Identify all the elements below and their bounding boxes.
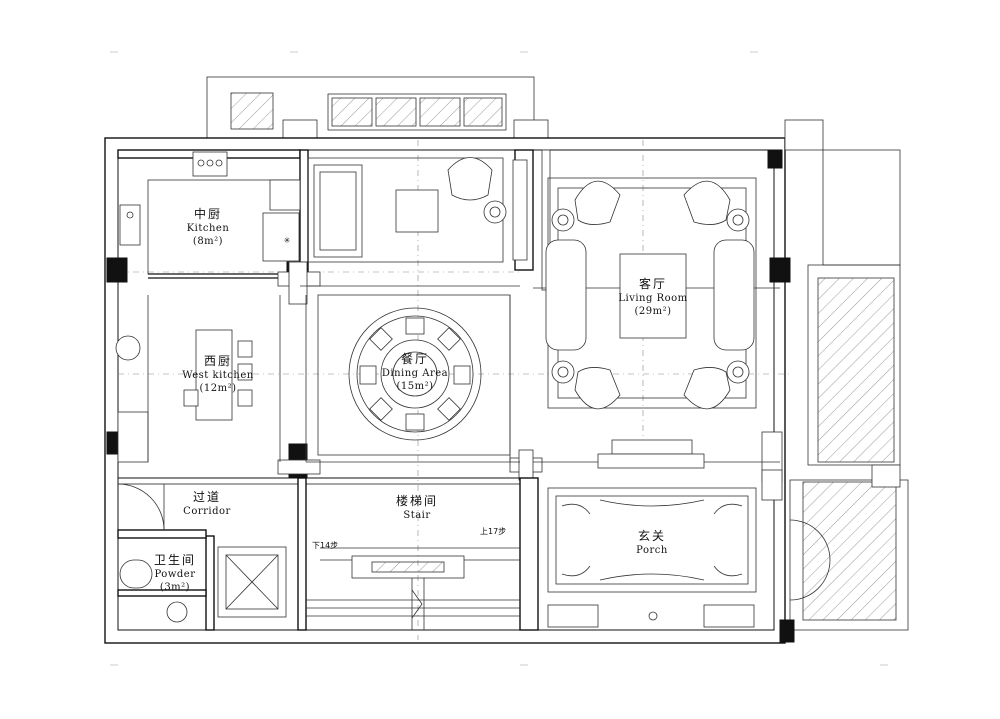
svg-text:✳: ✳ (284, 236, 291, 245)
svg-text:(15m²): (15m²) (396, 381, 433, 392)
sink-icon (119, 204, 141, 246)
tv-cabinet-icon (611, 439, 693, 455)
stair-flight (306, 547, 520, 630)
top-terrace (206, 76, 549, 141)
svg-text:(29m²): (29m²) (634, 306, 671, 317)
upper-lounge (307, 157, 507, 263)
elevator-shaft (217, 546, 287, 618)
label-dining: 餐厅 Dining Area (15m²) (382, 351, 448, 392)
svg-text:Corridor: Corridor (183, 506, 231, 517)
svg-text:Powder: Powder (154, 569, 195, 580)
fridge-icon (262, 212, 300, 262)
sofa-left-icon (545, 239, 587, 351)
svg-text:Kitchen: Kitchen (187, 223, 230, 234)
porch-rug (547, 487, 757, 628)
label-powder: 卫生间 Powder (3m²) (154, 553, 196, 593)
interior-walls (106, 149, 795, 643)
svg-text:West kitchen: West kitchen (182, 370, 253, 381)
svg-text:餐厅: 餐厅 (401, 351, 429, 366)
label-corridor: 过道 Corridor (183, 490, 231, 517)
armchair-icon (447, 157, 493, 201)
label-kitchen: 中厨 Kitchen (8m²) (187, 206, 230, 247)
kitchen-fixtures: ✳ (119, 151, 300, 262)
powder-fixtures (119, 559, 188, 623)
living-set (545, 177, 757, 469)
svg-text:客厅: 客厅 (639, 276, 667, 291)
dining-set (317, 294, 511, 456)
svg-text:玄关: 玄关 (638, 528, 666, 543)
svg-text:过道: 过道 (193, 490, 221, 504)
svg-text:楼梯间: 楼梯间 (396, 493, 438, 508)
svg-text:卫生间: 卫生间 (154, 553, 196, 567)
basin-icon (166, 601, 188, 623)
stair-down-note: 下14步 (312, 541, 338, 550)
svg-text:中厨: 中厨 (194, 206, 222, 221)
sheet-corner-marks (110, 51, 888, 666)
svg-text:(3m²): (3m²) (160, 582, 190, 593)
label-stair: 楼梯间 Stair (396, 493, 438, 521)
toilet-icon (119, 559, 153, 589)
label-west-kitchen: 西厨 West kitchen (12m²) (182, 354, 253, 394)
svg-text:(8m²): (8m²) (193, 236, 223, 247)
stair-up-note: 上17步 (480, 527, 506, 536)
stove-icon (192, 151, 228, 177)
svg-text:西厨: 西厨 (204, 354, 232, 368)
sofa-right-icon (713, 239, 755, 351)
label-living: 客厅 Living Room (29m²) (618, 276, 687, 317)
doors (117, 483, 831, 601)
label-porch: 玄关 Porch (636, 528, 668, 556)
round-table-icon (115, 335, 141, 361)
svg-text:Dining Area: Dining Area (382, 368, 448, 379)
sofa-icon (313, 164, 363, 258)
svg-text:(12m²): (12m²) (199, 383, 236, 394)
svg-text:Stair: Stair (403, 510, 430, 521)
svg-text:Porch: Porch (636, 545, 668, 556)
svg-text:Living Room: Living Room (618, 293, 687, 304)
west-kitchen-table (115, 329, 253, 421)
